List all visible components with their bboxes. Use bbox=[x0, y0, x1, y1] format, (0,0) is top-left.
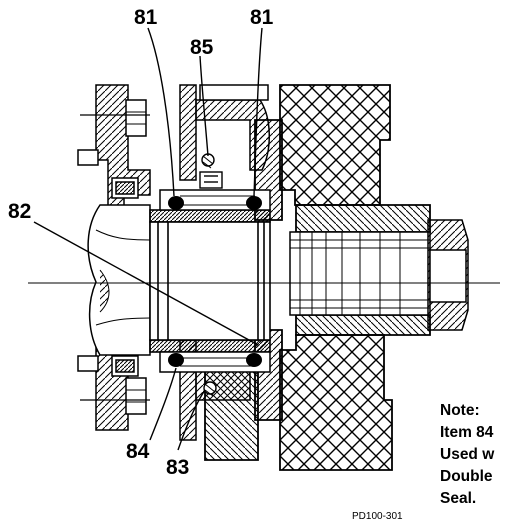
shaft-sleeve bbox=[149, 209, 271, 353]
o-ring bbox=[168, 196, 262, 367]
end-nut bbox=[427, 219, 469, 331]
note-line: Note: bbox=[440, 402, 480, 419]
set-screw bbox=[199, 153, 223, 397]
callout-81-left: 81 bbox=[134, 6, 158, 29]
seal-ring bbox=[159, 189, 271, 373]
leader-lines bbox=[33, 27, 263, 451]
callout-81-right: 81 bbox=[250, 6, 274, 29]
lip-seal bbox=[111, 177, 139, 377]
note-block: Note: Item 84 Used w Double Seal. bbox=[440, 402, 495, 507]
drawing-code: PD100-301 bbox=[352, 511, 403, 522]
note-line: Used w bbox=[440, 446, 495, 463]
note-line: Item 84 bbox=[440, 424, 494, 441]
callout-83: 83 bbox=[166, 456, 189, 479]
note-line: Double bbox=[440, 468, 493, 485]
callout-84: 84 bbox=[126, 440, 150, 463]
callout-82: 82 bbox=[8, 200, 31, 223]
shaft bbox=[289, 231, 431, 316]
note-line: Seal. bbox=[440, 490, 476, 507]
shaft-end bbox=[87, 204, 151, 356]
callout-85: 85 bbox=[190, 36, 214, 59]
